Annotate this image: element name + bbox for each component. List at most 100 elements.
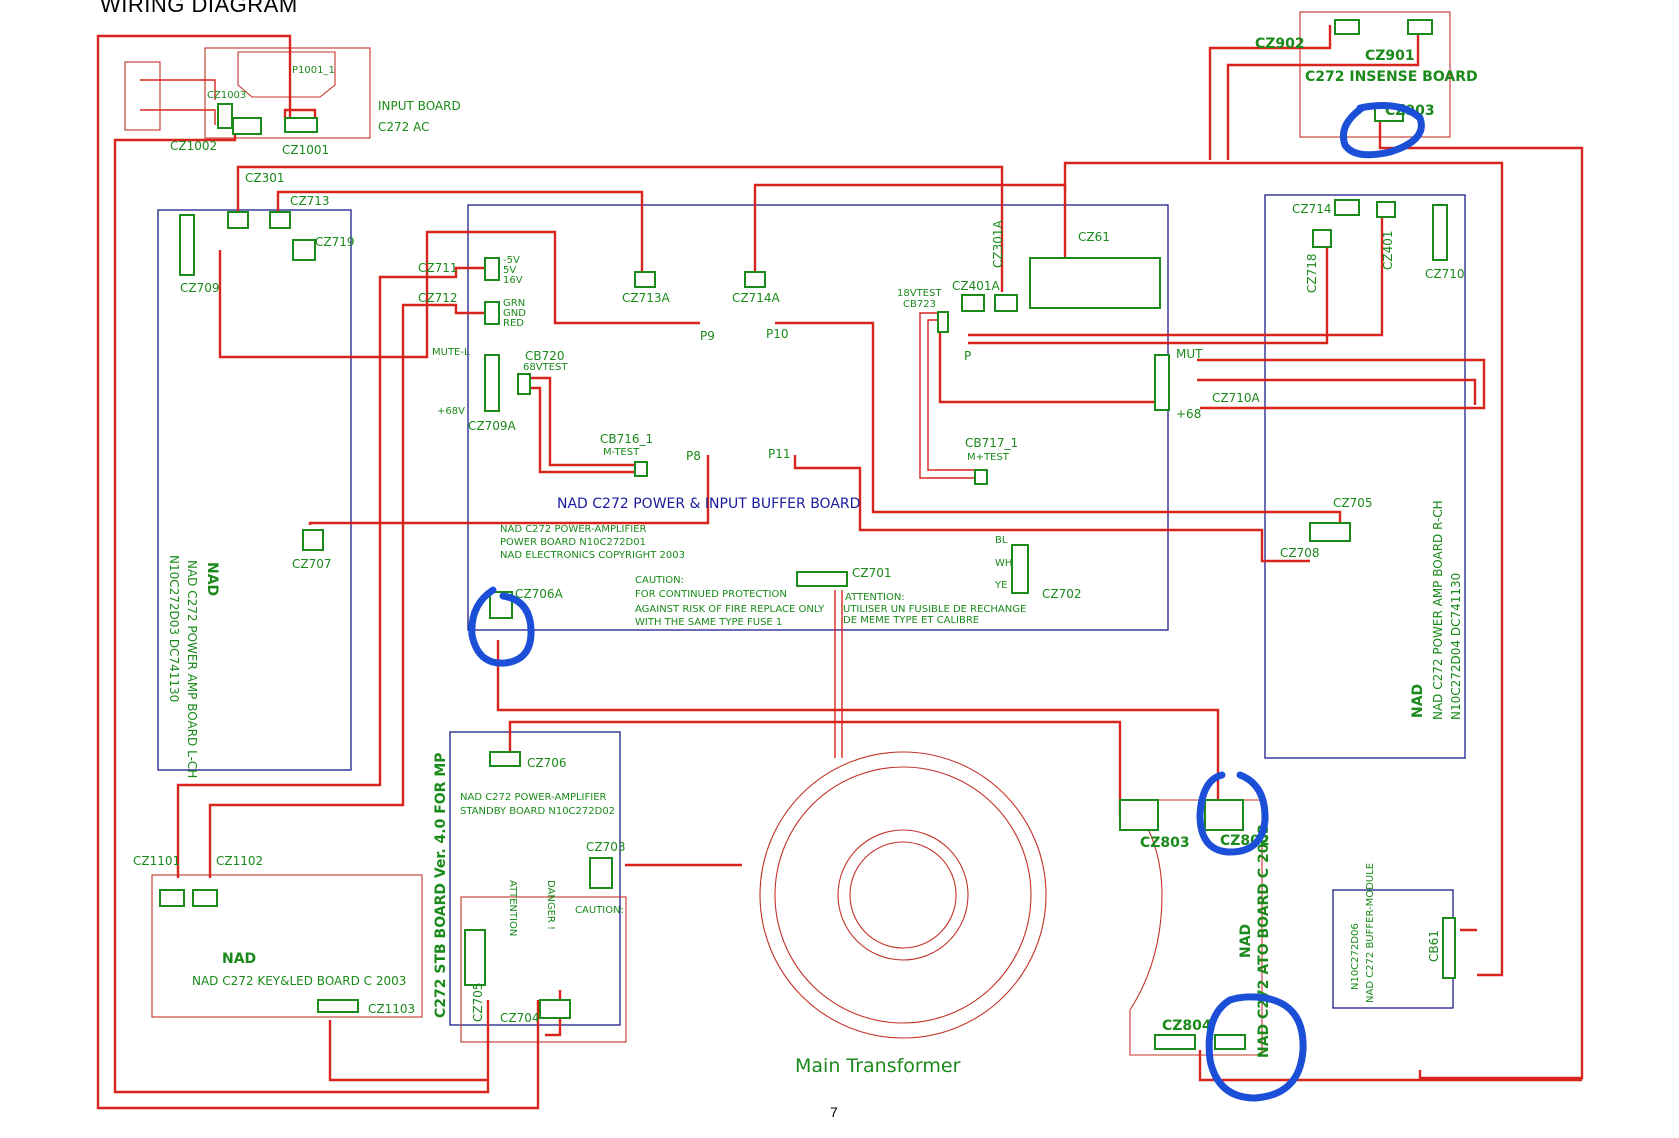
label-cz702: CZ702: [1042, 587, 1082, 601]
label-cz718: CZ718: [1305, 253, 1319, 293]
label-cz719: CZ719: [315, 235, 355, 249]
right-amp-title: NAD C272 POWER AMP BOARD R-CH: [1431, 500, 1445, 720]
power-caution-1: CAUTION:: [635, 575, 684, 586]
stb-info-1: NAD C272 POWER-AMPLIFIER: [460, 792, 607, 803]
label-cz703: CZ703: [586, 840, 626, 854]
key-led-board-outline: [151, 874, 423, 1018]
label-p10: P10: [766, 327, 789, 341]
label-cb720: CB720: [525, 349, 565, 363]
left-amp-board-outline: [157, 209, 352, 771]
power-info-1: NAD C272 POWER-AMPLIFIER: [500, 524, 647, 535]
label-cz710a: CZ710A: [1212, 391, 1261, 405]
buffer-code: N10C272D06: [1350, 923, 1361, 990]
power-board-outline: [467, 204, 1169, 631]
label-p9: P9: [700, 329, 715, 343]
page-heading: WIRING DIAGRAM: [100, 0, 298, 17]
label-cz707: CZ707: [292, 557, 332, 571]
insense-board-title: C272 INSENSE BOARD: [1305, 69, 1478, 85]
label-cz706a: CZ706A: [515, 587, 564, 601]
stb-caution: CAUTION:: [575, 905, 624, 916]
label-neg5v: -5V: [503, 255, 520, 266]
label-cz706: CZ706: [527, 756, 567, 770]
transformer-label: Main Transformer: [795, 1055, 961, 1077]
label-16v: 16V: [503, 275, 523, 286]
buffer-title: NAD C272 BUFFER-MODULE: [1365, 863, 1376, 1003]
label-cz301a: CZ301A: [991, 219, 1005, 268]
left-amp-title: NAD C272 POWER AMP BOARD L-CH: [185, 560, 199, 778]
label-cz1002: CZ1002: [170, 139, 217, 153]
label-cz1101: CZ1101: [133, 854, 180, 868]
label-bl: BL: [995, 535, 1008, 546]
stb-danger: DANGER !: [545, 880, 556, 930]
label-cz704: CZ704: [500, 1011, 540, 1025]
label-cz712: CZ712: [418, 291, 458, 305]
main-transformer: [759, 751, 1047, 1039]
ato-board-outline: [1129, 799, 1263, 1056]
label-cz711: CZ711: [418, 261, 458, 275]
label-cz710: CZ710: [1425, 267, 1465, 281]
stb-info-2: STANDBY BOARD N10C272D02: [460, 806, 615, 817]
input-board-subtitle: C272 AC: [378, 120, 429, 134]
power-caution-2: FOR CONTINUED PROTECTION: [635, 589, 787, 600]
label-cb716: CB716_1: [600, 432, 653, 446]
stb-board-outline: [449, 731, 621, 1026]
wires: [96, 25, 1584, 1110]
label-ye: YE: [994, 580, 1007, 591]
stb-attention: ATTENTION: [507, 880, 518, 936]
power-board-title: NAD C272 POWER & INPUT BUFFER BOARD: [557, 496, 860, 512]
label-cz701: CZ701: [852, 566, 892, 580]
right-amp-board-outline: [1264, 194, 1466, 759]
power-caution-3: AGAINST RISK OF FIRE REPLACE ONLY: [635, 604, 825, 615]
label-cz401: CZ401: [1381, 230, 1395, 270]
label-18vtest: 18VTEST: [897, 288, 942, 299]
label-grn: GRN: [503, 298, 525, 309]
label-5v: 5V: [503, 265, 516, 276]
label-mut: MUT: [1176, 347, 1203, 361]
input-board-side-module: [124, 61, 161, 131]
power-attention-2: UTILISER UN FUSIBLE DE RECHANGE: [843, 604, 1026, 615]
label-cz714a: CZ714A: [732, 291, 781, 305]
label-m-test: M-TEST: [603, 447, 640, 458]
label-gnd: GND: [503, 308, 526, 319]
label-cz1001: CZ1001: [282, 143, 329, 157]
label-cb723: CB723: [903, 299, 936, 310]
power-caution-4: WITH THE SAME TYPE FUSE 1: [635, 617, 782, 628]
label-cz709: CZ709: [180, 281, 220, 295]
label-cz714: CZ714: [1292, 202, 1332, 216]
right-amp-brand: NAD: [1410, 684, 1426, 718]
stb-board-inner-outline: [460, 896, 627, 1043]
ato-title: NAD C272 ATO BOARD C 2003: [1256, 824, 1272, 1058]
power-info-2: POWER BOARD N10C272D01: [500, 537, 646, 548]
label-plus68: +68: [1176, 407, 1201, 421]
label-cb717: CB717_1: [965, 436, 1018, 450]
label-cz709a: CZ709A: [468, 419, 517, 433]
label-p1001: P1001_1: [292, 65, 335, 76]
label-cz301: CZ301: [245, 171, 285, 185]
left-amp-brand: NAD: [204, 562, 220, 596]
right-amp-code: N10C272D04 DC741130: [1449, 573, 1463, 720]
power-attention-1: ATTENTION:: [845, 592, 905, 603]
input-board-title: INPUT BOARD: [378, 99, 461, 113]
label-cz705: CZ705: [1333, 496, 1373, 510]
key-led-brand: NAD: [222, 951, 256, 967]
label-p: P: [964, 349, 971, 363]
label-68vtest: 68VTEST: [523, 362, 568, 373]
label-p8: P8: [686, 449, 701, 463]
label-cz902: CZ902: [1255, 36, 1305, 52]
label-cz1103: CZ1103: [368, 1002, 415, 1016]
label-cz901: CZ901: [1365, 48, 1415, 64]
label-cz803: CZ803: [1140, 835, 1190, 851]
label-p11: P11: [768, 447, 791, 461]
left-amp-code: N10C272D03 DC741130: [167, 555, 181, 702]
insense-board-outline: [1299, 11, 1451, 138]
label-cz401a: CZ401A: [952, 279, 1001, 293]
label-cz1102: CZ1102: [216, 854, 263, 868]
connectors: [159, 19, 1456, 1050]
label-mute-l: MUTE-L: [432, 347, 470, 358]
label-m-plus-test: M+TEST: [967, 452, 1010, 463]
label-cz1003: CZ1003: [207, 90, 246, 101]
ato-brand: NAD: [1238, 924, 1254, 958]
input-board-cutout: [237, 51, 336, 98]
label-red: RED: [503, 318, 524, 329]
